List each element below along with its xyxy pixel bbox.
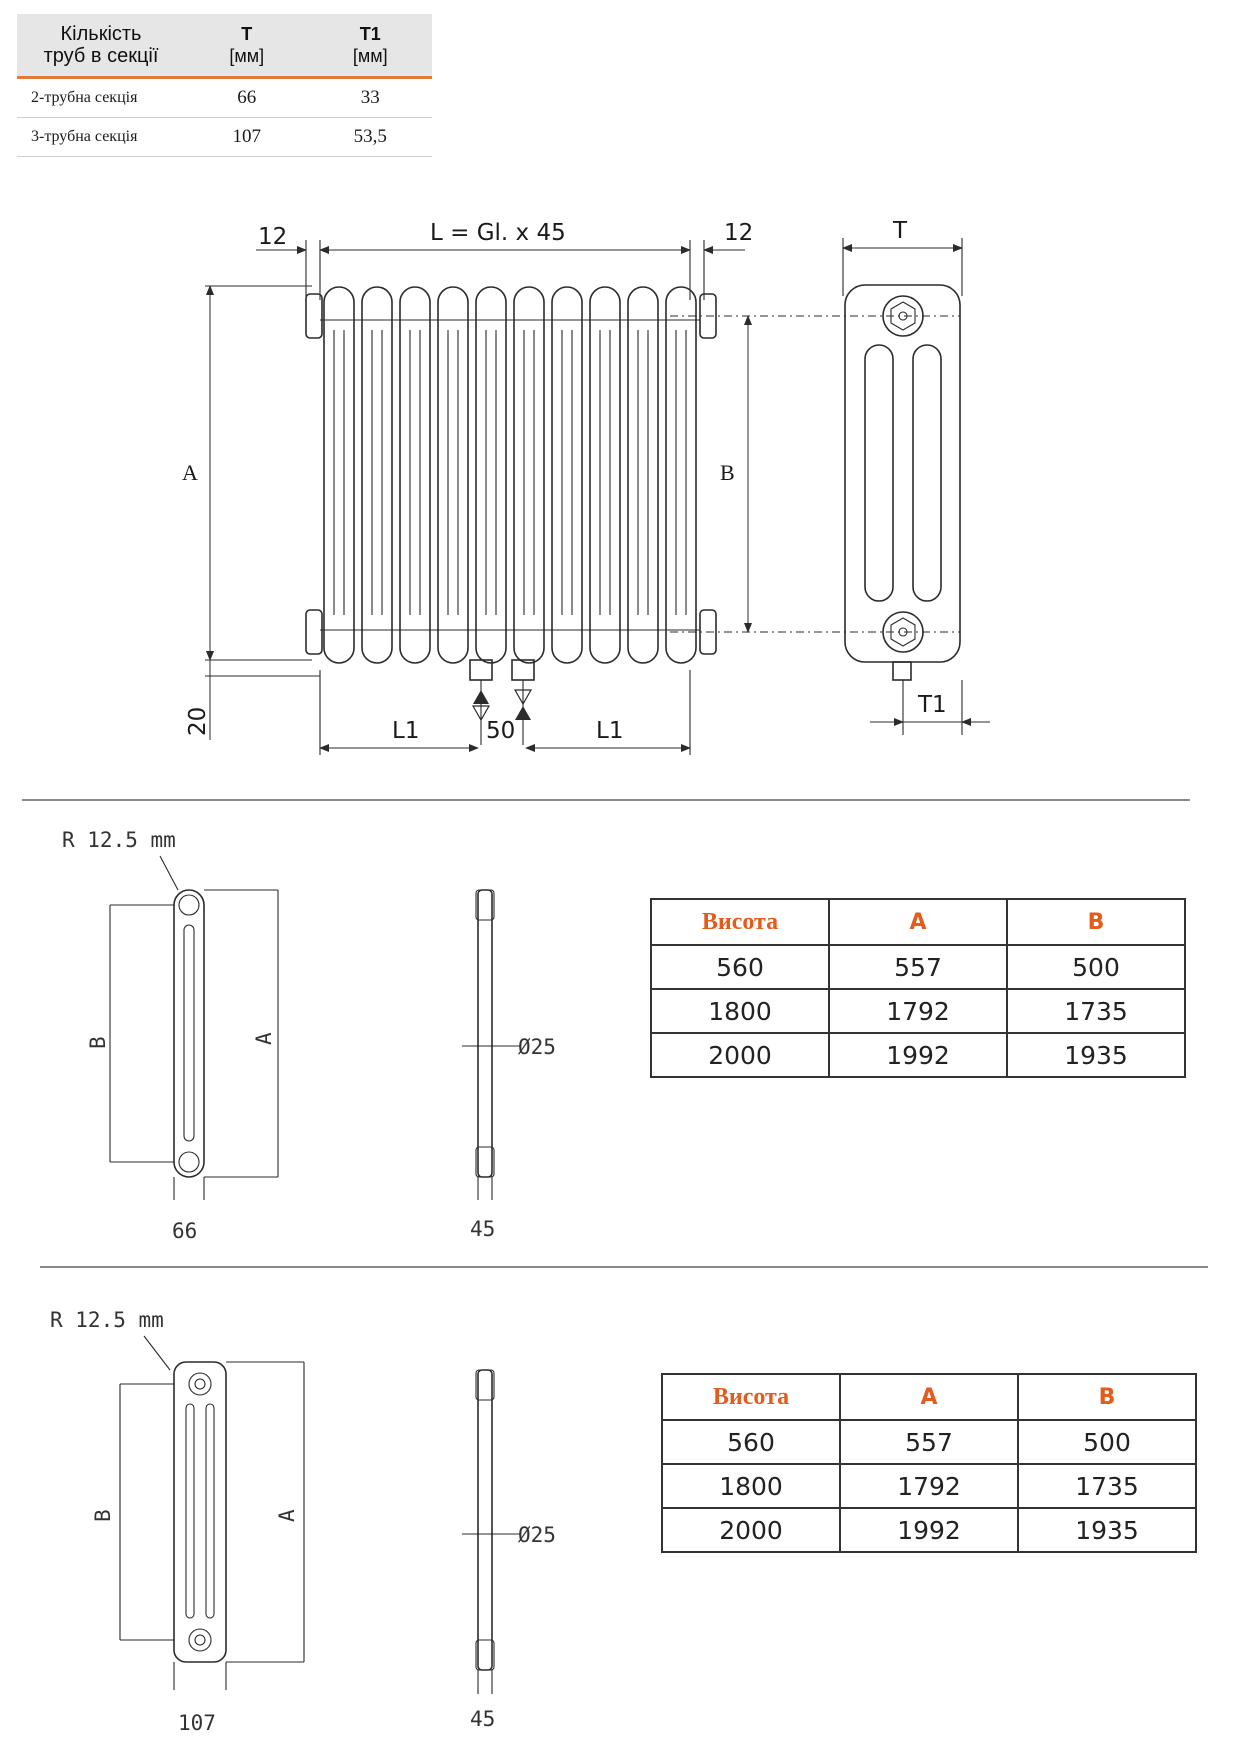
label-t: T xyxy=(892,218,908,244)
header-b: B xyxy=(1006,898,1186,946)
label-a-2pipe: A xyxy=(252,1032,276,1045)
header-tube-count-line1: Кількість xyxy=(60,23,142,45)
diameter-label-2pipe: Ø25 xyxy=(518,1035,556,1059)
label-a: A xyxy=(182,460,198,485)
table-row: 560 557 500 xyxy=(661,1419,1197,1465)
header-t-line2: [мм] xyxy=(229,46,265,66)
spec-header-row: Кількість труб в секції T [мм] T1 [мм] xyxy=(17,14,432,78)
width-label-2pipe: 66 xyxy=(172,1219,197,1243)
table-row: 3-трубна секція 107 53,5 xyxy=(17,117,432,157)
cell-b: 500 xyxy=(1017,1419,1197,1465)
cell-a: 557 xyxy=(828,944,1008,990)
label-b-3pipe: B xyxy=(91,1509,115,1522)
dim-50: 50 xyxy=(486,718,515,744)
table-row: 2-трубна секція 66 33 xyxy=(17,77,432,118)
cell-b: 1735 xyxy=(1006,988,1186,1034)
row-sections-label: 2-трубна секція xyxy=(17,77,185,118)
dim-l1-right: L1 xyxy=(596,718,623,744)
height-table-3pipe: Висота A B 560 557 500 1800 1792 1735 20… xyxy=(661,1373,1197,1553)
section-3pipe-drawing: R 12.5 mm B A 107 Ø25 45 xyxy=(50,1308,556,1735)
cell-b: 1935 xyxy=(1006,1032,1186,1078)
radiator-front-view: 12 L = Gl. x 45 12 A 20 xyxy=(182,220,960,755)
label-b-2pipe: B xyxy=(86,1036,110,1049)
dim-right-12: 12 xyxy=(724,220,753,246)
table-row: 1800 1792 1735 xyxy=(661,1463,1197,1509)
row-t-value: 107 xyxy=(185,117,309,157)
cell-height: 560 xyxy=(650,944,830,990)
cell-height: 1800 xyxy=(650,988,830,1034)
header-a: A xyxy=(839,1373,1019,1421)
cell-a: 1992 xyxy=(828,1032,1008,1078)
cell-a: 1792 xyxy=(839,1463,1019,1509)
dim-length-label: L = Gl. x 45 xyxy=(430,220,566,246)
header-t-line1: T xyxy=(241,24,253,44)
cell-height: 2000 xyxy=(650,1032,830,1078)
cell-b: 1735 xyxy=(1017,1463,1197,1509)
label-b: B xyxy=(720,460,735,485)
cell-a: 557 xyxy=(839,1419,1019,1465)
header-tube-count: Кількість труб в секції xyxy=(17,14,185,78)
table-row: 2000 1992 1935 xyxy=(661,1507,1197,1553)
header-t1-line2: [мм] xyxy=(352,46,388,66)
header-height: Висота xyxy=(661,1373,841,1421)
tube-spec-table: Кількість труб в секції T [мм] T1 [мм] 2… xyxy=(17,14,432,157)
radius-label: R 12.5 mm xyxy=(50,1308,164,1332)
radius-label: R 12.5 mm xyxy=(62,828,176,852)
row-t1-value: 33 xyxy=(308,77,432,118)
height-table-2pipe: Висота A B 560 557 500 1800 1792 1735 20… xyxy=(650,898,1186,1078)
radiator-side-view: T T1 xyxy=(842,218,990,735)
header-t1: T1 [мм] xyxy=(308,14,432,78)
dim-left-12: 12 xyxy=(258,224,287,250)
table-row: 560 557 500 xyxy=(650,944,1186,990)
cell-height: 560 xyxy=(661,1419,841,1465)
row-t-value: 66 xyxy=(185,77,309,118)
row-sections-label: 3-трубна секція xyxy=(17,117,185,157)
label-a-3pipe: A xyxy=(275,1509,299,1522)
cell-height: 2000 xyxy=(661,1507,841,1553)
label-t1: T1 xyxy=(917,692,947,718)
header-t: T [мм] xyxy=(185,14,309,78)
dim-l1-left: L1 xyxy=(392,718,419,744)
header-tube-count-line2: труб в секції xyxy=(43,45,159,67)
depth-label-2pipe: 45 xyxy=(470,1217,495,1241)
cell-a: 1792 xyxy=(828,988,1008,1034)
table-row: 1800 1792 1735 xyxy=(650,988,1186,1034)
height-header-row: Висота A B xyxy=(650,898,1186,946)
section-2pipe-drawing: R 12.5 mm B A 66 Ø25 45 xyxy=(62,828,556,1243)
cell-b: 1935 xyxy=(1017,1507,1197,1553)
header-a: A xyxy=(828,898,1008,946)
cell-height: 1800 xyxy=(661,1463,841,1509)
width-label-3pipe: 107 xyxy=(178,1711,216,1735)
header-height: Висота xyxy=(650,898,830,946)
dim-20: 20 xyxy=(185,707,211,736)
diameter-label-3pipe: Ø25 xyxy=(518,1523,556,1547)
depth-label-3pipe: 45 xyxy=(470,1707,495,1731)
header-t1-line1: T1 xyxy=(359,24,381,44)
height-header-row: Висота A B xyxy=(661,1373,1197,1421)
cell-b: 500 xyxy=(1006,944,1186,990)
table-row: 2000 1992 1935 xyxy=(650,1032,1186,1078)
header-b: B xyxy=(1017,1373,1197,1421)
row-t1-value: 53,5 xyxy=(308,117,432,157)
cell-a: 1992 xyxy=(839,1507,1019,1553)
